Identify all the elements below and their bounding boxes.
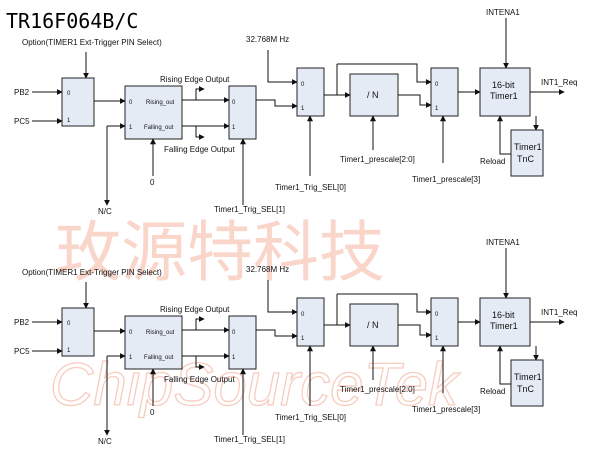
tnc-line2: TnC [517,154,535,164]
clock-source-label: 32.768M Hz [246,35,289,44]
prescale-low-label: Timer1_prescale[2:0] [340,155,415,164]
int-req-label: INT1_Req [541,308,577,317]
prescale-input-1: 1 [435,106,439,112]
rising-out-port: Rising_out [146,100,175,106]
edge-input-1: 1 [129,125,133,131]
edge-select-mux [228,315,257,370]
nc-label: N/C [98,207,112,216]
timer-tnc-register [510,359,544,407]
rising-edge-output-label: Rising Edge Output [160,75,230,84]
rising-edge-output-label: Rising Edge Output [160,305,230,314]
timer-tnc-register [510,129,544,177]
trig-sel-input-1: 1 [301,336,305,342]
edge-sel-input-1: 1 [232,355,236,361]
edge-sel-input-1: 1 [232,125,236,131]
prescale-input-0: 0 [435,312,439,318]
tnc-line1: Timer1 [514,372,542,382]
timer2-section: Option(TIMER1 Ext-Trigger PIN Select) PB… [14,238,577,446]
prescale-input-1: 1 [435,336,439,342]
falling-out-port: Falling_out [144,125,174,131]
intena-label: INTENA1 [486,8,520,17]
edge-sel-input-0: 0 [232,100,236,106]
timer-line1: 16-bit [492,310,515,320]
edge-input-0: 0 [129,100,133,106]
mux-input-0: 0 [67,321,71,327]
pin-input-b: PC5 [14,347,30,356]
falling-edge-output-label: Falling Edge Output [164,375,235,384]
timer-line1: 16-bit [492,80,515,90]
timer-line2: Timer1 [490,321,518,331]
prescale-input-0: 0 [435,82,439,88]
reload-label: Reload [480,387,505,396]
watermark-chinese: 玫源特科技 [55,214,385,291]
clock-source-label: 32.768M Hz [246,265,289,274]
pin-select-mux [61,77,95,127]
trig-sel-input-0: 0 [301,312,305,318]
falling-edge-output-label: Falling Edge Output [164,145,235,154]
mux-input-1: 1 [67,118,71,124]
nc-label: N/C [98,437,112,446]
edge-sel-input-0: 0 [232,330,236,336]
prescale-high-label: Timer1_prescale[3] [412,175,480,184]
edge-input-1: 1 [129,355,133,361]
option-label: Option(TIMER1 Ext-Trigger PIN Select) [22,268,162,277]
trig-sel1-label: Timer1_Trig_SEL[1] [214,435,285,444]
divider-block [349,73,399,117]
trig-sel-input-1: 1 [301,106,305,112]
timer1-section: Option(TIMER1 Ext-Trigger PIN Select) PB… [14,8,577,216]
trig-sel0-label: Timer1_Trig_SEL[0] [275,183,346,192]
prescale-mux [430,297,459,347]
tnc-line2: TnC [517,384,535,394]
mux-input-1: 1 [67,348,71,354]
edge-detector [124,85,183,140]
constant-zero-label: 0 [150,408,155,417]
edge-input-0: 0 [129,330,133,336]
int-req-label: INT1_Req [541,78,577,87]
pin-select-mux [61,307,95,357]
intena-label: INTENA1 [486,238,520,247]
prescale-low-label: Timer1_prescale[2:0] [340,385,415,394]
pin-input-a: PB2 [14,318,30,327]
edge-select-mux [228,85,257,140]
divider-label: / N [367,320,379,330]
divider-label: / N [367,90,379,100]
trig-sel1-label: Timer1_Trig_SEL[1] [214,205,285,214]
prescale-high-label: Timer1_prescale[3] [412,405,480,414]
mux-input-0: 0 [67,91,71,97]
timer-counter [479,67,531,117]
trig-sel0-label: Timer1_Trig_SEL[0] [275,413,346,422]
pin-input-b: PC5 [14,117,30,126]
falling-out-port: Falling_out [144,355,174,361]
pin-input-a: PB2 [14,88,30,97]
rising-out-port: Rising_out [146,330,175,336]
constant-zero-label: 0 [150,178,155,187]
option-label: Option(TIMER1 Ext-Trigger PIN Select) [22,38,162,47]
timer-line2: Timer1 [490,91,518,101]
tnc-line1: Timer1 [514,142,542,152]
edge-detector [124,315,183,370]
divider-block [349,303,399,347]
page-title: TR16F064B/C [6,9,138,33]
reload-label: Reload [480,157,505,166]
trig-sel-input-0: 0 [301,82,305,88]
trig-select-mux [296,67,325,117]
